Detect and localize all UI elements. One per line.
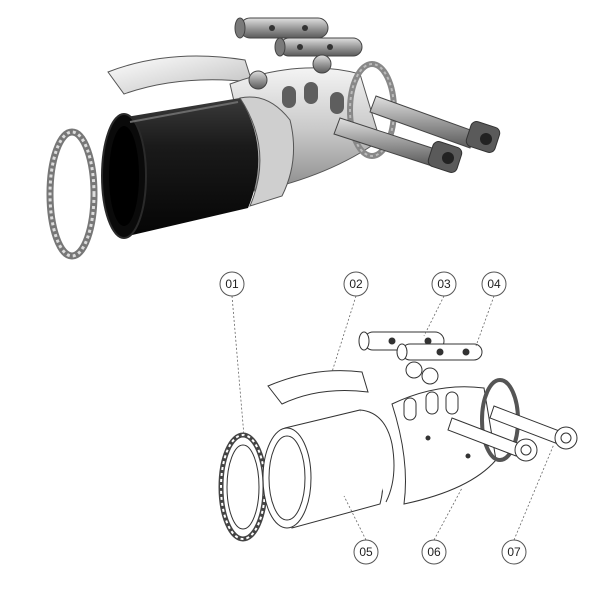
lineart-top-shell: [267, 370, 369, 405]
lineart-hex-bolts: [447, 405, 578, 462]
lineart-retaining-ring: [218, 432, 268, 542]
lineart-small-pin: [405, 361, 423, 379]
svg-text:01: 01: [225, 277, 239, 291]
callouts: 01 02 03 04 05 06 07: [219, 271, 555, 565]
svg-text:03: 03: [437, 277, 451, 291]
svg-text:02: 02: [349, 277, 363, 291]
lineart-view: [218, 331, 578, 542]
svg-text:04: 04: [487, 277, 501, 291]
rendered-cross-pin-upper: [234, 17, 329, 39]
callout-06: 06: [421, 539, 447, 565]
lineart-clamp-body: [391, 378, 520, 505]
callout-02: 02: [343, 271, 369, 297]
lineart-small-pin: [421, 367, 439, 385]
lineart-lower-cross-pin: [396, 343, 483, 361]
rendered-retaining-ring: [46, 128, 98, 260]
rendered-hex-bolts: [333, 95, 501, 173]
rendered-main-sleeve: [101, 98, 259, 239]
svg-text:07: 07: [507, 545, 521, 559]
callout-04: 04: [481, 271, 507, 297]
rendered-cross-pin-lower: [274, 37, 363, 57]
svg-text:06: 06: [427, 545, 441, 559]
callout-03: 03: [431, 271, 457, 297]
svg-text:05: 05: [359, 545, 373, 559]
rendered-sleeve-collar: [239, 96, 295, 207]
rendered-view: [46, 17, 501, 260]
callout-01: 01: [219, 271, 245, 297]
callout-07: 07: [501, 539, 527, 565]
rendered-top-shell: [107, 55, 253, 95]
callout-05: 05: [353, 539, 379, 565]
lineart-main-sleeve: [262, 409, 395, 529]
